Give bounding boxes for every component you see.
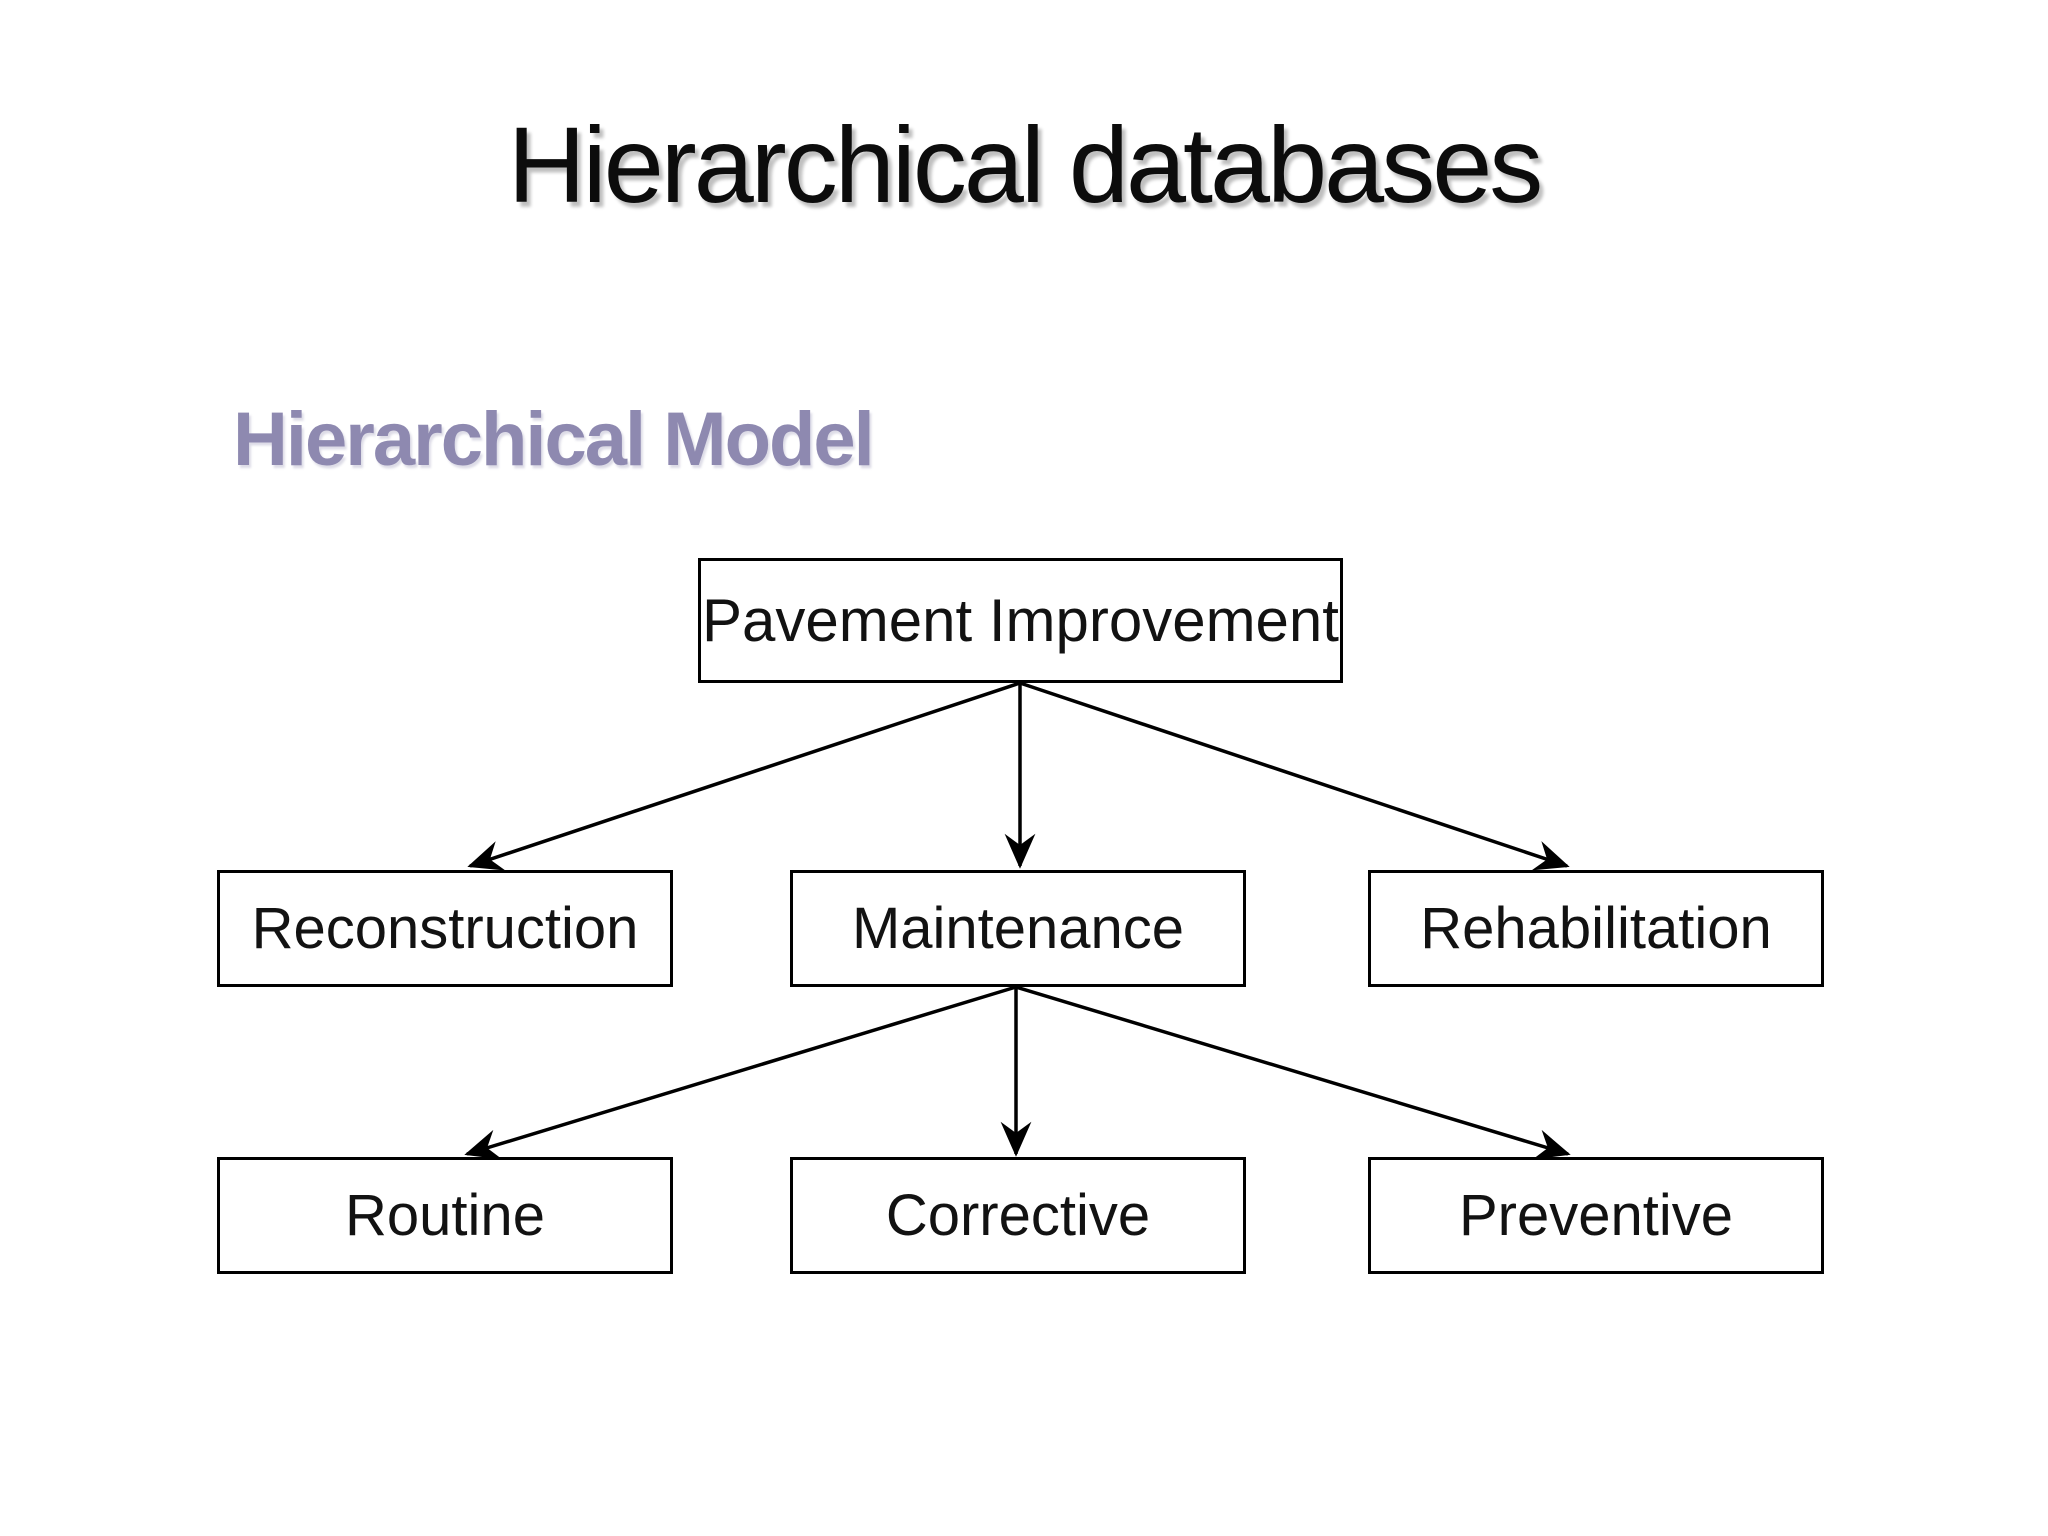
node-pavement-improvement: Pavement Improvement <box>698 558 1343 683</box>
node-corrective: Corrective <box>790 1157 1246 1274</box>
edge-maintenance-to-preventive <box>1015 985 1571 1160</box>
node-pavement-improvement-label: Pavement Improvement <box>702 587 1339 654</box>
node-rehabilitation-label: Rehabilitation <box>1420 896 1772 961</box>
node-rehabilitation: Rehabilitation <box>1368 870 1824 987</box>
edge-root-to-rehabilitation <box>1019 681 1570 871</box>
node-corrective-label: Corrective <box>885 1183 1151 1248</box>
node-reconstruction-label: Reconstruction <box>251 896 639 961</box>
node-reconstruction: Reconstruction <box>217 870 673 987</box>
node-preventive-label: Preventive <box>1458 1183 1734 1248</box>
node-routine-label: Routine <box>345 1183 545 1248</box>
section-title: Hierarchical Model <box>233 397 875 482</box>
edge-maintenance-to-routine <box>464 985 1017 1160</box>
node-preventive: Preventive <box>1368 1157 1824 1274</box>
node-routine: Routine <box>217 1157 673 1274</box>
node-maintenance-label: Maintenance <box>851 896 1185 961</box>
node-maintenance: Maintenance <box>790 870 1246 987</box>
slide-title: Hierarchical databases <box>507 104 1544 225</box>
edge-root-to-reconstruction <box>467 681 1021 871</box>
